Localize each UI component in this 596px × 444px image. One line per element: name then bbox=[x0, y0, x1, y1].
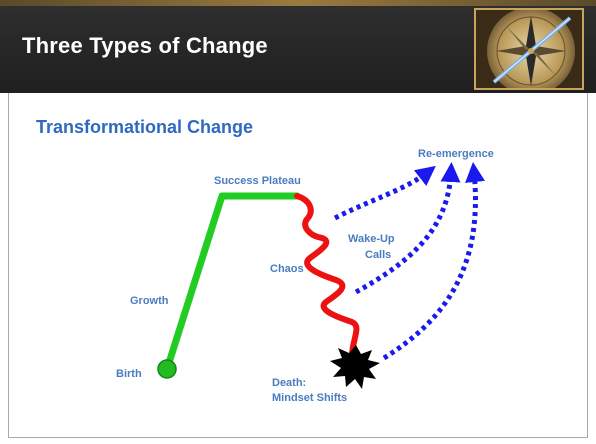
death-starburst-icon bbox=[330, 345, 380, 389]
label-wake-up-line2: Calls bbox=[365, 249, 391, 261]
slide-subtitle: Transformational Change bbox=[36, 117, 254, 137]
label-chaos: Chaos bbox=[270, 263, 304, 275]
label-success-plateau: Success Plateau bbox=[214, 175, 301, 187]
re-emergence-arrow-1 bbox=[333, 165, 436, 221]
label-death-line2: Mindset Shifts bbox=[272, 392, 347, 404]
slide-title: Three Types of Change bbox=[22, 33, 268, 58]
re-emergence-arrow-2 bbox=[354, 162, 461, 295]
label-birth: Birth bbox=[116, 368, 142, 380]
chaos-line bbox=[294, 193, 360, 359]
birth-marker-icon bbox=[157, 359, 177, 379]
label-wake-up-line1: Wake-Up bbox=[348, 233, 395, 245]
compass-image bbox=[474, 8, 584, 90]
content-area bbox=[8, 93, 588, 438]
growth-line bbox=[163, 192, 301, 373]
label-death-line1: Death: bbox=[272, 377, 306, 389]
title-accent-stripe bbox=[0, 0, 596, 6]
label-growth: Growth bbox=[130, 295, 169, 307]
re-emergence-arrow-3 bbox=[382, 162, 485, 361]
label-re-emergence: Re-emergence bbox=[418, 148, 494, 160]
compass-icon bbox=[476, 10, 582, 88]
